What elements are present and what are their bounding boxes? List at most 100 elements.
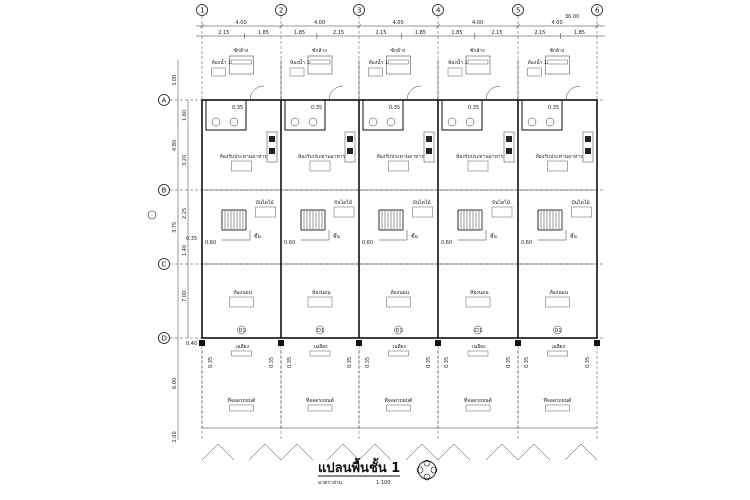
dim-tick — [594, 23, 600, 29]
dim-top-bay: 4.00 — [393, 20, 404, 26]
grid-bubble-col — [275, 4, 287, 16]
door-swing-icon — [406, 85, 422, 101]
stair-outline — [537, 209, 563, 231]
room-label-porch: เฉลียง — [552, 343, 566, 350]
door-tag-icon — [553, 325, 562, 335]
level-tag — [388, 350, 409, 357]
dim-top-bay: 4.00 — [236, 20, 247, 26]
stairs-up-label: ขึ้น — [490, 231, 497, 240]
kitchen-counter — [503, 131, 515, 163]
stair-outline — [300, 209, 326, 231]
stove-icon — [347, 136, 353, 142]
room-label-bath: ห้องน้ำ 1 — [448, 57, 468, 66]
dim-top-bay: 4.00 — [472, 20, 483, 26]
toilet-icon — [290, 117, 300, 127]
level-tag — [368, 67, 383, 77]
dim-top-sub: 2.15 — [218, 30, 229, 36]
dim-top-bay: 4.00 — [552, 20, 563, 26]
toilet-icon — [211, 117, 221, 127]
slab-edge-dim: 0.40 — [186, 341, 197, 347]
stair-outline — [221, 209, 247, 231]
room-label-balcony: ซักล้าง — [312, 47, 327, 54]
dim-left-sub: 7.00 — [182, 291, 188, 302]
room-label-balcony: ซักล้าง — [550, 47, 565, 54]
stair-arrow-icon — [222, 230, 251, 241]
grid-bubble-row — [158, 332, 170, 344]
dim-top-sub: 2.15 — [534, 30, 545, 36]
door-tag: D1 — [555, 328, 562, 334]
room-label-bath: ห้องน้ำ 1 — [290, 57, 310, 66]
level-tag — [571, 206, 592, 218]
bathroom-wall — [284, 99, 326, 131]
column-post — [356, 340, 362, 346]
level-tag — [545, 404, 570, 412]
dim-top-bay: 4.00 — [314, 20, 325, 26]
level-tag — [467, 59, 489, 65]
gate-icon — [201, 443, 282, 461]
grid-label-col: 6 — [595, 7, 600, 15]
basin-icon — [465, 117, 475, 127]
dim-top-sub: 1.85 — [574, 30, 585, 36]
stair-outline — [457, 209, 483, 231]
door-tag: D1 — [475, 328, 482, 334]
column-post — [199, 340, 205, 346]
level-tag — [231, 160, 252, 172]
dim-left: 4.80 — [172, 140, 178, 151]
column-post — [594, 340, 600, 346]
stove-icon — [269, 136, 275, 142]
balcony-area — [386, 55, 411, 75]
sink-icon — [269, 148, 275, 154]
dim-top-sub: 2.15 — [491, 30, 502, 36]
step-width: 0.60 — [284, 240, 295, 246]
kitchen-counter — [582, 131, 594, 163]
level-tag — [465, 296, 491, 308]
dim-left: 6.00 — [172, 378, 178, 389]
post-dim: 0.35 — [287, 357, 293, 368]
dim-left-sub: 1.40 — [182, 245, 188, 256]
stairs-up-label: ขึ้น — [333, 231, 340, 240]
room-label-stairs: บันไดไม้ — [413, 199, 431, 206]
dim-left-sub: 2.25 — [182, 208, 188, 219]
dim-left-sub: 1.60 — [182, 110, 188, 121]
level-tag — [467, 350, 489, 357]
door-width: 0.35 — [389, 105, 400, 111]
dim-tick — [435, 23, 441, 29]
level-tag — [386, 404, 411, 412]
grid-label-col: 2 — [279, 7, 283, 15]
title-block: แปลนพื้นชั้น 1 มาตราส่วน 1:100 — [318, 457, 438, 486]
step-width: 0.60 — [205, 240, 216, 246]
level-tag — [491, 206, 513, 218]
door-width: 0.35 — [548, 105, 559, 111]
room-label-parking: ที่จอดรถยนต์ — [306, 397, 334, 404]
post-dim: 0.35 — [208, 357, 214, 368]
room-label-kitchen: ห้องรับประทานอาหาร — [298, 153, 346, 160]
door-width: 0.35 — [232, 105, 243, 111]
room-label-porch: เฉลียง — [314, 343, 328, 350]
balcony-area — [465, 55, 491, 75]
room-label-balcony: ซักล้าง — [234, 47, 249, 54]
room-label-stairs: บันไดไม้ — [492, 199, 510, 206]
room-label-stairs: บันไดไม้ — [334, 199, 352, 206]
dim-overall: 36.00 — [565, 14, 579, 20]
room-label-parking: ที่จอดรถยนต์ — [385, 397, 413, 404]
bathroom-wall — [362, 99, 404, 131]
dim-tick — [515, 23, 521, 29]
grid-label-row: A — [162, 97, 167, 105]
door-tag-icon — [237, 325, 246, 335]
level-tag — [231, 59, 252, 65]
column-post — [278, 340, 284, 346]
unit-1: ซักล้างห้องน้ำ 10.35ห้องรับประทานอาหารขึ… — [199, 47, 282, 461]
room-label-balcony: ซักล้าง — [391, 47, 406, 54]
grid-bubble-row — [158, 94, 170, 106]
gate-icon — [437, 443, 519, 461]
room-label-kitchen: ห้องรับประทานอาหาร — [456, 153, 504, 160]
kitchen-counter — [344, 131, 356, 163]
room-label-porch: เฉลียง — [472, 343, 486, 350]
room-label-living: ห้องนอน — [391, 289, 410, 296]
sink-icon — [506, 148, 512, 154]
level-tag — [333, 206, 355, 218]
wall-layer — [201, 60, 598, 429]
room-label-parking: ที่จอดรถยนต์ — [228, 397, 256, 404]
